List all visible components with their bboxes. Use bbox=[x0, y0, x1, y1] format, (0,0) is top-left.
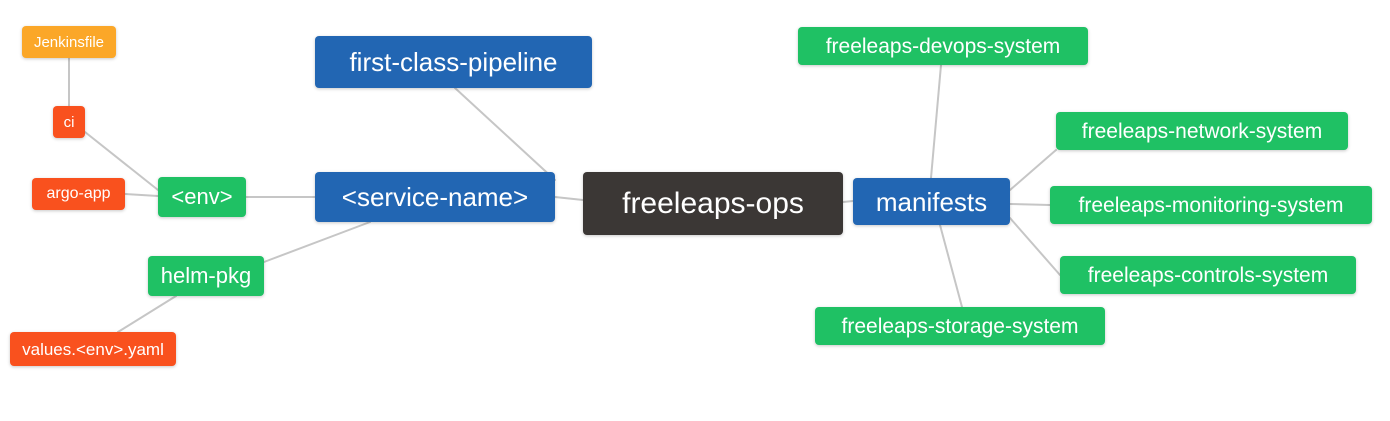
node-manifests[interactable]: manifests bbox=[853, 178, 1010, 225]
node-label: freeleaps-ops bbox=[622, 186, 804, 220]
node-label: Jenkinsfile bbox=[33, 33, 105, 51]
edge-manifests-to-storage bbox=[939, 224, 963, 308]
node-env[interactable]: <env> bbox=[158, 177, 246, 217]
node-monitoring[interactable]: freeleaps-monitoring-system bbox=[1050, 186, 1372, 224]
node-label: freeleaps-storage-system bbox=[841, 314, 1079, 338]
node-label: helm-pkg bbox=[160, 263, 252, 288]
node-network[interactable]: freeleaps-network-system bbox=[1056, 112, 1348, 150]
node-controls[interactable]: freeleaps-controls-system bbox=[1060, 256, 1356, 294]
edge-env-to-argoapp bbox=[124, 193, 159, 197]
node-label: <service-name> bbox=[341, 182, 529, 212]
node-pipeline[interactable]: first-class-pipeline bbox=[315, 36, 592, 88]
node-label: first-class-pipeline bbox=[349, 47, 558, 77]
node-label: freeleaps-controls-system bbox=[1087, 263, 1329, 287]
edge-manifests-to-controls bbox=[1009, 217, 1061, 276]
edge-root-to-service bbox=[554, 196, 584, 201]
edge-env-to-ci bbox=[84, 131, 159, 191]
node-label: values.<env>.yaml bbox=[22, 339, 164, 359]
node-label: freeleaps-devops-system bbox=[825, 34, 1061, 58]
node-label: argo-app bbox=[46, 185, 111, 202]
node-valuesyaml[interactable]: values.<env>.yaml bbox=[10, 332, 176, 366]
edge-service-to-helmpkg bbox=[263, 221, 371, 263]
edge-helmpkg-to-valuesyaml bbox=[117, 295, 177, 333]
node-argoapp[interactable]: argo-app bbox=[32, 178, 125, 210]
node-helmpkg[interactable]: helm-pkg bbox=[148, 256, 264, 296]
edge-manifests-to-devops bbox=[930, 64, 942, 179]
node-jenkinsfile[interactable]: Jenkinsfile bbox=[22, 26, 116, 58]
node-label: freeleaps-network-system bbox=[1081, 119, 1323, 143]
node-label: ci bbox=[63, 113, 75, 131]
node-label: freeleaps-monitoring-system bbox=[1078, 193, 1344, 217]
node-devops[interactable]: freeleaps-devops-system bbox=[798, 27, 1088, 65]
edge-manifests-to-network bbox=[1009, 149, 1057, 191]
node-label: manifests bbox=[875, 186, 988, 217]
edge-root-to-manifests bbox=[842, 200, 854, 203]
node-label: <env> bbox=[171, 184, 233, 209]
edge-service-to-pipeline bbox=[454, 87, 556, 181]
edge-manifests-to-monitoring bbox=[1009, 203, 1051, 206]
node-service[interactable]: <service-name> bbox=[315, 172, 555, 222]
node-root[interactable]: freeleaps-ops bbox=[583, 172, 843, 235]
node-storage[interactable]: freeleaps-storage-system bbox=[815, 307, 1105, 345]
node-ci[interactable]: ci bbox=[53, 106, 85, 138]
